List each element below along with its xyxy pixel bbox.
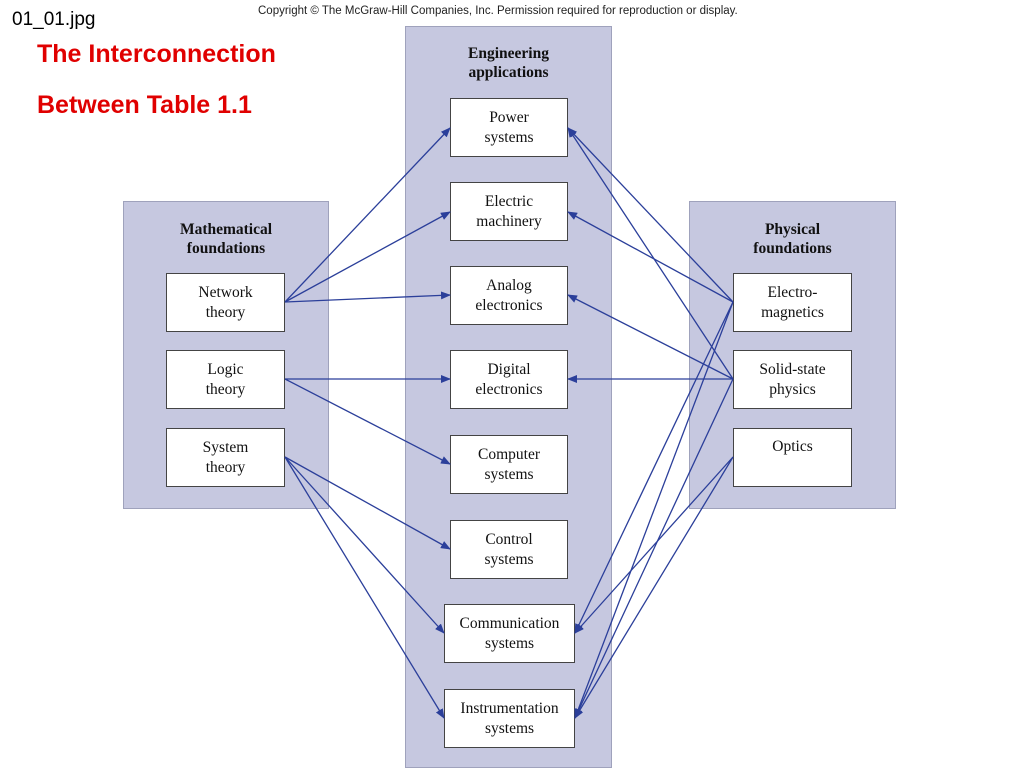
arrow-electro-magnetics-to-instrumentation-systems — [574, 301, 734, 719]
arrow-system-theory-to-instrumentation-systems — [284, 456, 445, 719]
slide-title-line-2: Between Table 1.1 — [37, 91, 252, 119]
copyright-notice: Copyright © The McGraw-Hill Companies, I… — [258, 5, 738, 17]
slide-title-line-1: The Interconnection — [37, 40, 276, 68]
electric-machinery-box: Electric machinery — [450, 182, 568, 241]
arrow-optics-to-instrumentation-systems — [574, 456, 734, 719]
analog-electronics-box: Analog electronics — [450, 266, 568, 325]
optics-box: Optics — [733, 428, 852, 487]
arrow-optics-to-communication-systems — [574, 456, 734, 634]
communication-systems-box: Communication systems — [444, 604, 575, 663]
control-systems-box: Control systems — [450, 520, 568, 579]
power-systems-box: Power systems — [450, 98, 568, 157]
network-theory-box: Network theory — [166, 273, 285, 332]
computer-systems-box: Computer systems — [450, 435, 568, 494]
arrow-electro-magnetics-to-communication-systems — [574, 301, 734, 634]
arrow-electro-magnetics-to-electric-machinery — [567, 211, 734, 303]
logic-theory-box: Logic theory — [166, 350, 285, 409]
arrow-network-theory-to-power-systems — [284, 127, 451, 303]
electromagnetics-box: Electro- magnetics — [733, 273, 852, 332]
physical-foundations-title: Physical foundations — [753, 221, 832, 257]
instrumentation-systems-box: Instrumentation systems — [444, 689, 575, 748]
solid-state-physics-box: Solid-state physics — [733, 350, 852, 409]
arrow-network-theory-to-electric-machinery — [284, 211, 451, 303]
filename-label: 01_01.jpg — [12, 9, 96, 30]
arrow-network-theory-to-analog-electronics — [284, 291, 451, 303]
math-foundations-title: Mathematical foundations — [179, 221, 273, 257]
arrow-system-theory-to-control-systems — [284, 456, 451, 550]
arrow-system-theory-to-communication-systems — [284, 456, 445, 634]
arrow-logic-theory-to-computer-systems — [284, 378, 451, 465]
arrow-electro-magnetics-to-power-systems — [567, 127, 734, 303]
engineering-applications-title: Engineering applications — [468, 45, 549, 81]
arrow-solid-state-physics-to-power-systems — [567, 127, 734, 380]
arrow-solid-state-physics-to-analog-electronics — [567, 294, 734, 380]
arrow-solid-state-physics-to-instrumentation-systems — [574, 378, 734, 719]
digital-electronics-box: Digital electronics — [450, 350, 568, 409]
system-theory-box: System theory — [166, 428, 285, 487]
